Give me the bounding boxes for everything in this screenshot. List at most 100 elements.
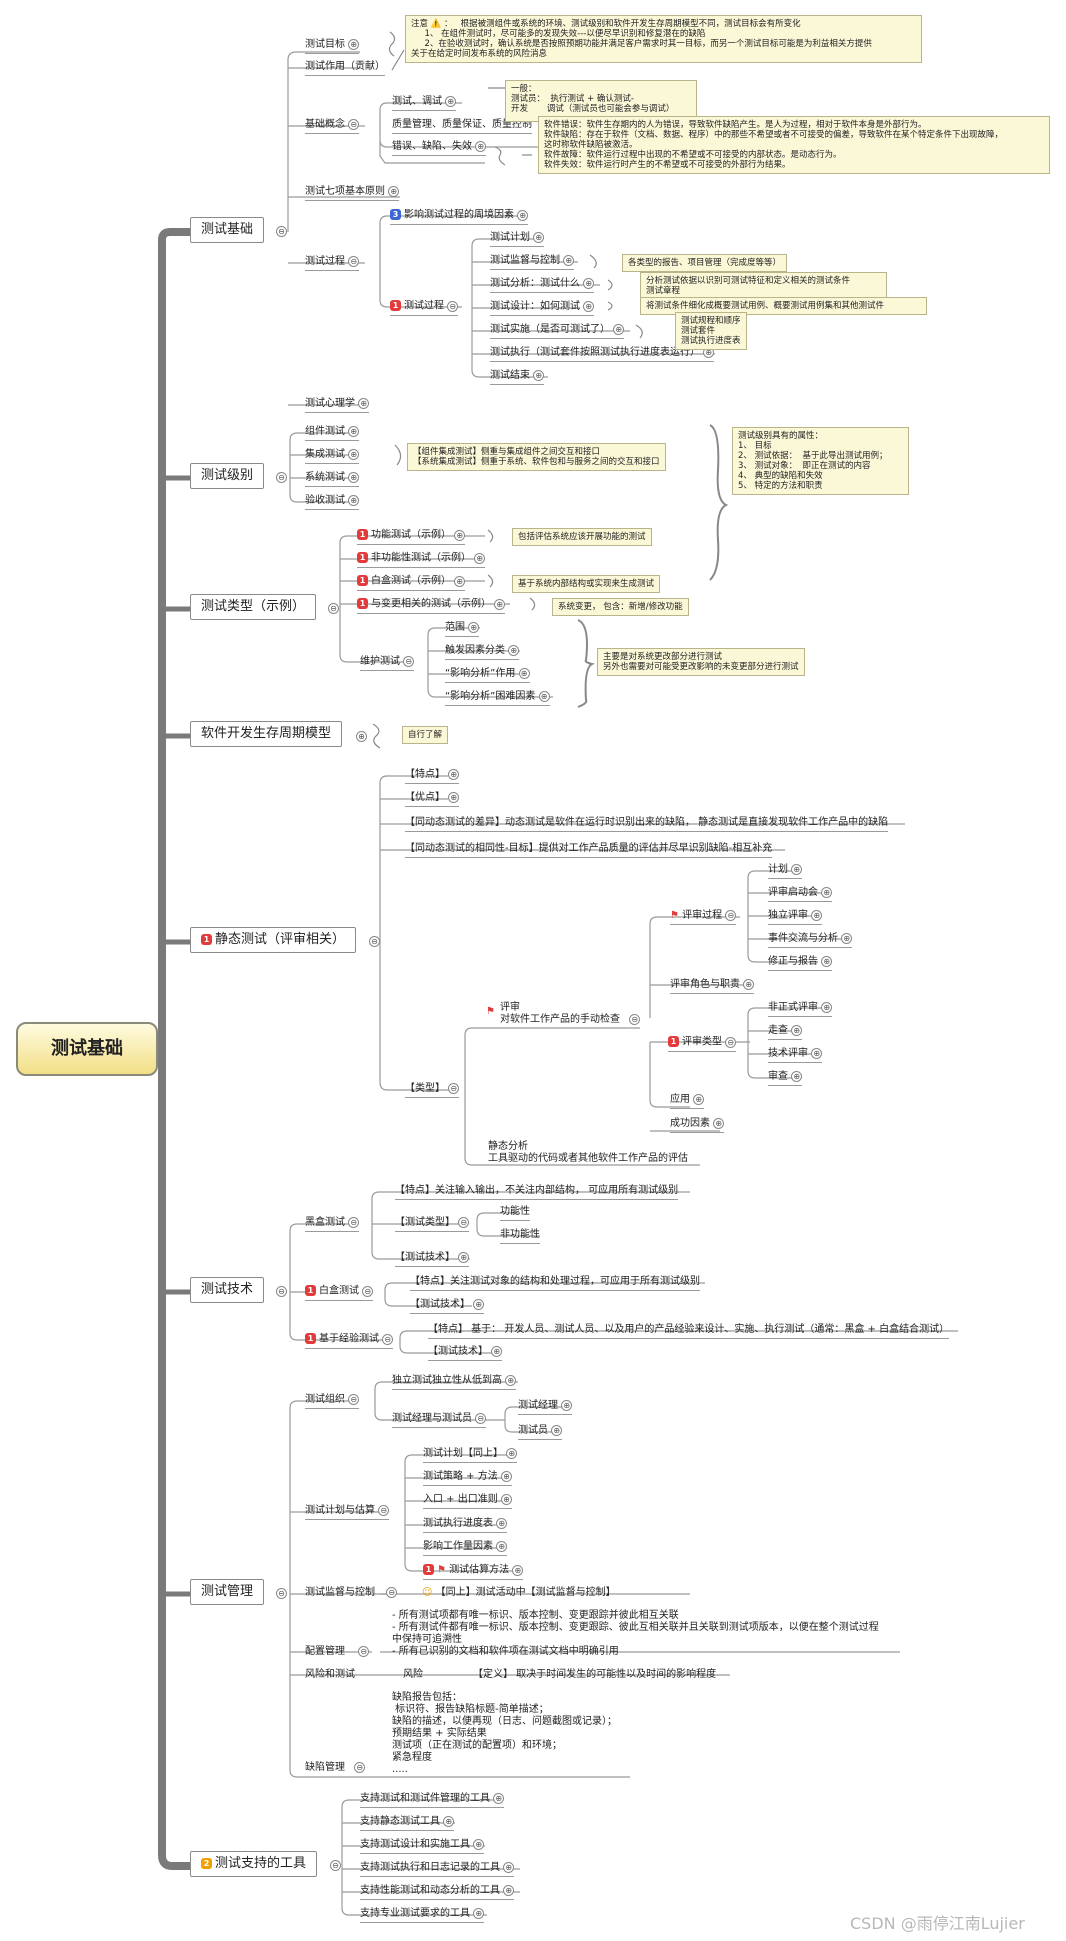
node-implement[interactable]: 测试实施（是否可测试了） ⊕ [490,324,625,339]
node-scope[interactable]: 范围 ⊕ [445,622,480,637]
node-difference[interactable]: 【同动态测试的差异】动态测试是软件在运行时识别出来的缺陷， 静态测试是直接发现软… [405,817,889,832]
collapse-icon[interactable]: ⊖ [403,656,415,667]
expand-icon[interactable]: ⊕ [518,668,530,679]
expand-icon[interactable]: ⊕ [791,864,803,875]
node-process[interactable]: 测试过程 ⊖ [305,256,360,271]
node-independence[interactable]: 独立测试独立性从低到高 ⊕ [392,1375,517,1390]
node-system-test[interactable]: 系统测试 ⊕ [305,472,360,487]
expand-icon[interactable]: ⊕ [791,1071,803,1082]
expand-icon[interactable]: ⊕ [493,1793,505,1804]
node-plan-estimate[interactable]: 测试计划与估算 ⊖ [305,1505,390,1520]
collapse-icon[interactable]: ⊖ [276,226,287,237]
root-node[interactable]: 测试基础 [16,1022,158,1076]
expand-icon[interactable]: ⊕ [348,472,360,483]
node-advantages[interactable]: 【优点】 ⊕ [405,792,460,807]
branch-test-techniques[interactable]: 测试技术 [190,1277,265,1303]
node-rp-kickoff[interactable]: 评审启动会 ⊕ [768,887,833,902]
node-seven-principles[interactable]: 测试七项基本原则 ⊕ [305,186,400,201]
node-blackbox-feature[interactable]: 【特点】关注输入输出，不关注内部结构， 可应用所有测试级别 [395,1185,679,1200]
expand-icon[interactable]: ⊕ [811,1048,823,1059]
expand-icon[interactable]: ⊕ [533,232,545,243]
node-tool-2[interactable]: 支持静态测试工具 ⊕ [360,1816,455,1831]
expand-icon[interactable]: ⊕ [693,1094,705,1105]
collapse-icon[interactable]: ⊖ [382,1333,394,1345]
collapse-icon[interactable]: ⊖ [725,910,737,921]
node-psychology[interactable]: 测试心理学 ⊕ [305,398,370,413]
node-rp-issues[interactable]: 事件交流与分析 ⊕ [768,933,853,948]
collapse-icon[interactable]: ⊖ [629,1014,641,1025]
collapse-icon[interactable]: ⊖ [362,1285,374,1297]
expand-icon[interactable]: ⊕ [454,575,466,587]
expand-icon[interactable]: ⊕ [505,1375,517,1386]
expand-icon[interactable]: ⊕ [448,769,460,780]
node-analysis[interactable]: 测试分析：测试什么 ⊕ [490,278,595,293]
expand-icon[interactable]: ⊕ [388,186,400,197]
node-experience-feature[interactable]: 【特点】 基于： 开发人员、测试人员、以及用户的产品经验来设计、实施、执行测试（… [428,1324,950,1339]
expand-icon[interactable]: ⊕ [475,141,487,152]
expand-icon[interactable]: ⊕ [811,910,823,921]
collapse-icon[interactable]: ⊖ [330,1860,341,1871]
branch-test-basics[interactable]: 测试基础 [190,217,265,243]
expand-icon[interactable]: ⊕ [348,39,360,50]
node-plan-6[interactable]: 1⚑ 测试估算方法 ⊕ [423,1564,524,1580]
expand-icon[interactable]: ⊕ [500,1471,512,1482]
node-experience-tech[interactable]: 【测试技术】 ⊕ [428,1346,503,1361]
expand-icon[interactable]: ⊕ [443,1816,455,1827]
collapse-icon[interactable]: ⊖ [447,300,459,312]
expand-icon[interactable]: ⊕ [348,449,360,460]
node-tool-1[interactable]: 支持测试和测试件管理的工具 ⊕ [360,1793,505,1808]
collapse-icon[interactable]: ⊖ [348,1217,360,1228]
node-functional[interactable]: 功能性 [500,1206,530,1221]
node-rt-inspection[interactable]: 审查 ⊕ [768,1071,803,1086]
expand-icon[interactable]: ⊕ [538,691,550,702]
expand-icon[interactable]: ⊕ [474,552,486,564]
expand-icon[interactable]: ⊕ [445,96,457,107]
expand-icon[interactable]: ⊕ [473,1299,485,1310]
collapse-icon[interactable]: ⊖ [448,1083,460,1094]
node-organization[interactable]: 测试组织 ⊖ [305,1394,360,1409]
node-whitebox-feature[interactable]: 【特点】关注测试对象的结构和处理过程，可应用于所有测试级别 [410,1276,700,1291]
node-tester[interactable]: 测试员 ⊕ [518,1425,563,1440]
expand-icon[interactable]: ⊕ [821,1002,833,1013]
expand-icon[interactable]: ⊕ [348,426,360,437]
node-manager-tester[interactable]: 测试经理与测试员 ⊖ [392,1413,487,1428]
node-plan[interactable]: 测试计划 ⊕ [490,232,545,247]
expand-icon[interactable]: ⊕ [583,278,595,289]
node-rp-fix[interactable]: 修正与报告 ⊕ [768,956,833,971]
node-quality[interactable]: 质量管理、质量保证、质量控制 [392,119,532,134]
expand-icon[interactable]: ⊕ [613,324,625,335]
branch-test-levels[interactable]: 测试级别 [190,463,265,489]
node-plan-4[interactable]: 测试执行进度表 ⊕ [423,1518,508,1533]
node-review-roles[interactable]: 评审角色与职责 ⊕ [670,979,755,994]
node-rp-plan[interactable]: 计划 ⊕ [768,864,803,879]
expand-icon[interactable]: ⊕ [356,731,367,742]
node-defect-management[interactable]: 缺陷管理 ⊖ [305,1762,366,1774]
node-component-test[interactable]: 组件测试 ⊕ [305,426,360,441]
node-triggers[interactable]: 触发因素分类 ⊕ [445,645,520,660]
collapse-icon[interactable]: ⊖ [276,472,287,483]
collapse-icon[interactable]: ⊖ [475,1413,487,1424]
node-test-manager[interactable]: 测试经理 ⊕ [518,1400,573,1415]
expand-icon[interactable]: ⊕ [551,1425,563,1436]
node-features[interactable]: 【特点】 ⊕ [405,769,460,784]
expand-icon[interactable]: ⊕ [494,598,506,610]
collapse-icon[interactable]: ⊖ [725,1036,737,1048]
collapse-icon[interactable]: ⊖ [276,1588,287,1599]
expand-icon[interactable]: ⊕ [713,1118,725,1129]
expand-icon[interactable]: ⊕ [491,1346,503,1357]
node-review[interactable]: ⚑评审 对软件工作产品的手动检查 ⊖ [486,1002,641,1026]
expand-icon[interactable]: ⊕ [358,398,370,409]
expand-icon[interactable]: ⊕ [473,1908,485,1919]
expand-icon[interactable]: ⊕ [473,1839,485,1850]
node-config-management[interactable]: 配置管理 ⊖ [305,1646,370,1658]
collapse-icon[interactable]: ⊖ [328,603,339,614]
node-acceptance-test[interactable]: 验收测试 ⊕ [305,495,360,510]
expand-icon[interactable]: ⊕ [821,956,833,967]
